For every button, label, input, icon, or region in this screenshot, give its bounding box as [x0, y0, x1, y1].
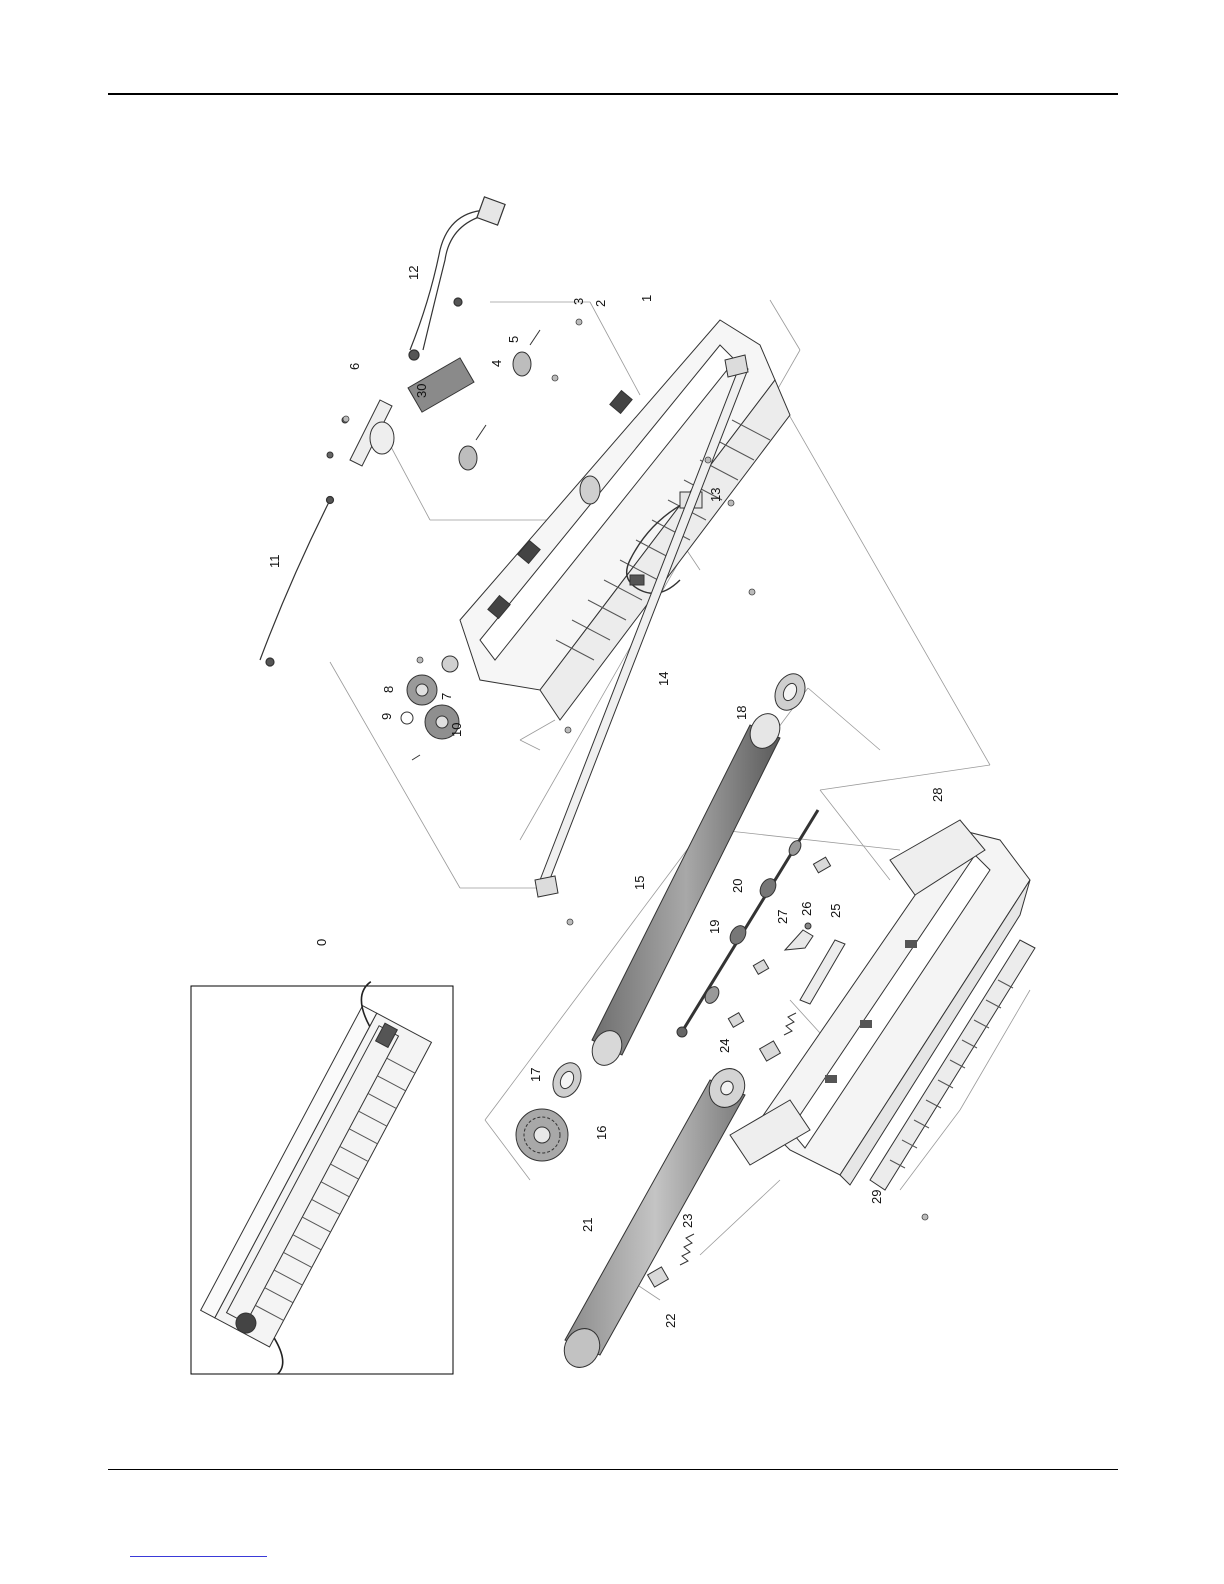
callout-27: 27 — [775, 910, 790, 924]
callout-30: 30 — [414, 384, 429, 398]
callout-18: 18 — [734, 706, 749, 720]
inset-assembled-unit — [186, 981, 462, 1375]
callout-12: 12 — [406, 266, 421, 280]
callout-25: 25 — [828, 904, 843, 918]
gear-part-16 — [516, 1109, 568, 1161]
callout-11: 11 — [267, 555, 282, 569]
callout-6: 6 — [347, 363, 362, 370]
heat-roller-part-15 — [587, 709, 786, 1070]
callout-8: 8 — [381, 686, 396, 693]
callout-2: 2 — [593, 300, 608, 307]
wire-assembly-part-12 — [409, 197, 505, 360]
callout-13: 13 — [708, 488, 723, 502]
callout-20: 20 — [730, 879, 745, 893]
callout-1: 1 — [639, 295, 654, 302]
callout-21: 21 — [580, 1218, 595, 1232]
callout-29: 29 — [869, 1190, 884, 1204]
callout-23: 23 — [680, 1214, 695, 1228]
callout-14: 14 — [656, 672, 671, 686]
callout-10: 10 — [449, 723, 464, 737]
gears-parts-7-10 — [401, 656, 459, 760]
callout-19: 19 — [707, 920, 722, 934]
callout-22: 22 — [663, 1314, 678, 1328]
callout-0: 0 — [314, 939, 329, 946]
callout-9: 9 — [379, 713, 394, 720]
callout-16: 16 — [594, 1126, 609, 1140]
callout-3: 3 — [571, 298, 586, 305]
callout-5: 5 — [506, 336, 521, 343]
callout-28: 28 — [930, 788, 945, 802]
thermostat-part-6 — [327, 400, 394, 466]
callout-4: 4 — [489, 360, 504, 367]
callout-17: 17 — [528, 1068, 543, 1082]
callout-7: 7 — [439, 693, 454, 700]
callout-26: 26 — [799, 902, 814, 916]
wire-part-11 — [260, 497, 334, 667]
small-rollers-parts-4-5 — [459, 330, 540, 470]
callout-24: 24 — [717, 1039, 732, 1053]
callout-15: 15 — [632, 876, 647, 890]
